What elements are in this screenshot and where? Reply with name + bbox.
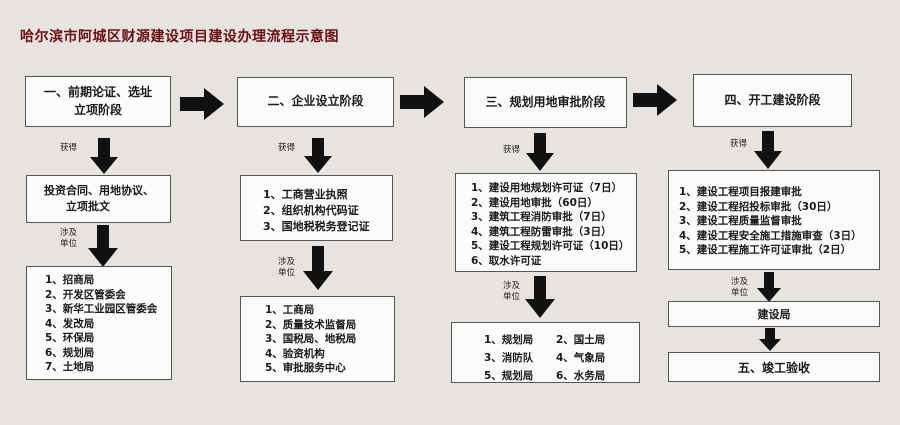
unit-item: 5、审批服务中心 <box>265 362 346 374</box>
obtained-item: 5、建设工程规划许可证（10日） <box>471 240 630 252</box>
stage-3-obtained-box: 1、建设用地规划许可证（7日） 2、建设用地审批（60日） 3、建筑工程消防审批… <box>455 173 637 272</box>
obtain-label: 获得 <box>278 143 296 153</box>
involved-units-label: 涉及 单位 <box>731 277 748 299</box>
unit-item: 6、水务局 <box>556 370 606 382</box>
down-arrow <box>88 225 118 267</box>
stage-4-units-box: 建设局 <box>668 301 880 327</box>
involved-label-line: 涉及 <box>278 257 296 267</box>
unit-item: 1、工商局 <box>265 304 315 316</box>
involved-label-line: 单位 <box>731 288 749 298</box>
unit-item: 3、消防队 <box>484 352 534 364</box>
involved-label-line: 涉及 <box>731 277 749 287</box>
involved-units-label: 涉及 单位 <box>60 228 77 250</box>
obtained-item: 1、建设工程项目报建审批 <box>679 186 802 198</box>
stage-1-header-line: 一、前期论证、选址 <box>43 85 152 100</box>
unit-item: 2、国土局 <box>556 334 606 346</box>
unit-item: 1、招商局 <box>45 274 95 286</box>
unit-item: 5、环保局 <box>45 332 95 344</box>
down-arrow <box>757 272 781 302</box>
obtain-label: 获得 <box>60 143 78 153</box>
stage-4-obtained-box: 1、建设工程项目报建审批 2、建设工程招投标审批（30日） 3、建设工程质量监督… <box>668 170 880 270</box>
obtained-item: 1、建设用地规划许可证（7日） <box>471 182 623 194</box>
obtained-item: 2、建设用地审批（60日） <box>471 196 598 209</box>
obtained-item: 2、建设工程招投标审批（30日） <box>679 200 838 213</box>
involved-label-line: 单位 <box>278 268 296 278</box>
down-arrow <box>303 246 333 290</box>
obtained-item: 4、建筑工程防雷审批（3日） <box>471 225 612 238</box>
unit-item: 2、开发区管委会 <box>45 288 126 301</box>
down-arrow <box>759 328 781 351</box>
down-arrow <box>754 131 782 169</box>
stage-1-obtained-box: 投资合同、用地协议、 立项批文 <box>26 175 171 223</box>
stage-1-header: 一、前期论证、选址 立项阶段 <box>25 76 171 127</box>
obtain-label: 获得 <box>730 139 748 149</box>
stage-5-final-box: 五、竣工验收 <box>668 352 880 382</box>
down-arrow <box>304 138 332 173</box>
unit-item: 4、发改局 <box>45 317 95 330</box>
unit-item: 建设局 <box>757 308 791 321</box>
down-arrow <box>525 276 555 318</box>
involved-label-line: 涉及 <box>60 228 78 238</box>
involved-label-line: 单位 <box>60 239 78 249</box>
stage-1-units-box: 1、招商局 2、开发区管委会 3、新华工业园区管委会 4、发改局 5、环保局 6… <box>26 266 172 380</box>
unit-item: 4、验资机构 <box>265 347 325 360</box>
page-title: 哈尔滨市阿城区财源建设项目建设办理流程示意图 <box>20 29 339 45</box>
right-arrow <box>400 86 444 118</box>
involved-label-line: 涉及 <box>503 281 521 291</box>
obtain-label: 获得 <box>503 145 521 155</box>
down-arrow <box>526 133 554 171</box>
unit-item: 7、土地局 <box>45 361 95 373</box>
final-stage-label: 五、竣工验收 <box>737 360 810 375</box>
stage-2-header-line: 二、企业设立阶段 <box>267 94 364 109</box>
obtained-item: 3、建设工程质量监督审批 <box>679 215 802 227</box>
stage-3-units-grid: 1、规划局 2、国土局 3、消防队 4、气象局 5、规划局 6、水务局 <box>452 323 639 383</box>
stage-2-header: 二、企业设立阶段 <box>237 77 394 127</box>
unit-item: 5、规划局 <box>484 370 534 382</box>
stage-4-header: 四、开工建设阶段 <box>693 74 852 127</box>
stage-1-header-line: 立项阶段 <box>73 102 122 117</box>
obtained-item: 5、建设工程施工许可证审批（2日） <box>679 244 852 256</box>
unit-item: 1、规划局 <box>484 334 534 346</box>
unit-item: 4、气象局 <box>556 352 606 364</box>
obtained-item: 3、国地税税务登记证 <box>263 219 370 233</box>
obtained-item: 1、工商营业执照 <box>263 188 348 201</box>
unit-item: 2、质量技术监督局 <box>265 318 357 331</box>
unit-item: 3、国税局、地税局 <box>265 333 357 345</box>
obtained-item: 2、组织机构代码证 <box>263 203 359 217</box>
involved-units-label: 涉及 单位 <box>503 281 520 303</box>
obtained-item: 立项批文 <box>66 199 110 213</box>
obtained-item: 3、建筑工程消防审批（7日） <box>471 211 612 223</box>
obtained-item: 投资合同、用地协议、 <box>44 184 154 197</box>
right-arrow <box>633 84 677 116</box>
stage-2-units-box: 1、工商局 2、质量技术监督局 3、国税局、地税局 4、验资机构 5、审批服务中… <box>240 296 395 382</box>
right-arrow <box>180 88 224 120</box>
down-arrow <box>90 138 118 174</box>
unit-item: 3、新华工业园区管委会 <box>45 303 158 315</box>
involved-units-label: 涉及 单位 <box>278 257 295 279</box>
stage-3-header: 三、规划用地审批阶段 <box>464 77 627 128</box>
unit-item: 6、规划局 <box>45 346 95 359</box>
stage-4-header-line: 四、开工建设阶段 <box>724 92 821 107</box>
stage-2-obtained-box: 1、工商营业执照 2、组织机构代码证 3、国地税税务登记证 <box>240 175 393 241</box>
involved-label-line: 单位 <box>503 292 521 302</box>
stage-3-units-box: 1、规划局 2、国土局 3、消防队 4、气象局 5、规划局 6、水务局 <box>451 322 640 383</box>
obtained-item: 6、取水许可证 <box>471 254 542 267</box>
stage-3-header-line: 三、规划用地审批阶段 <box>485 94 606 109</box>
obtained-item: 4、建设工程安全施工措施审查（3日） <box>679 229 862 242</box>
